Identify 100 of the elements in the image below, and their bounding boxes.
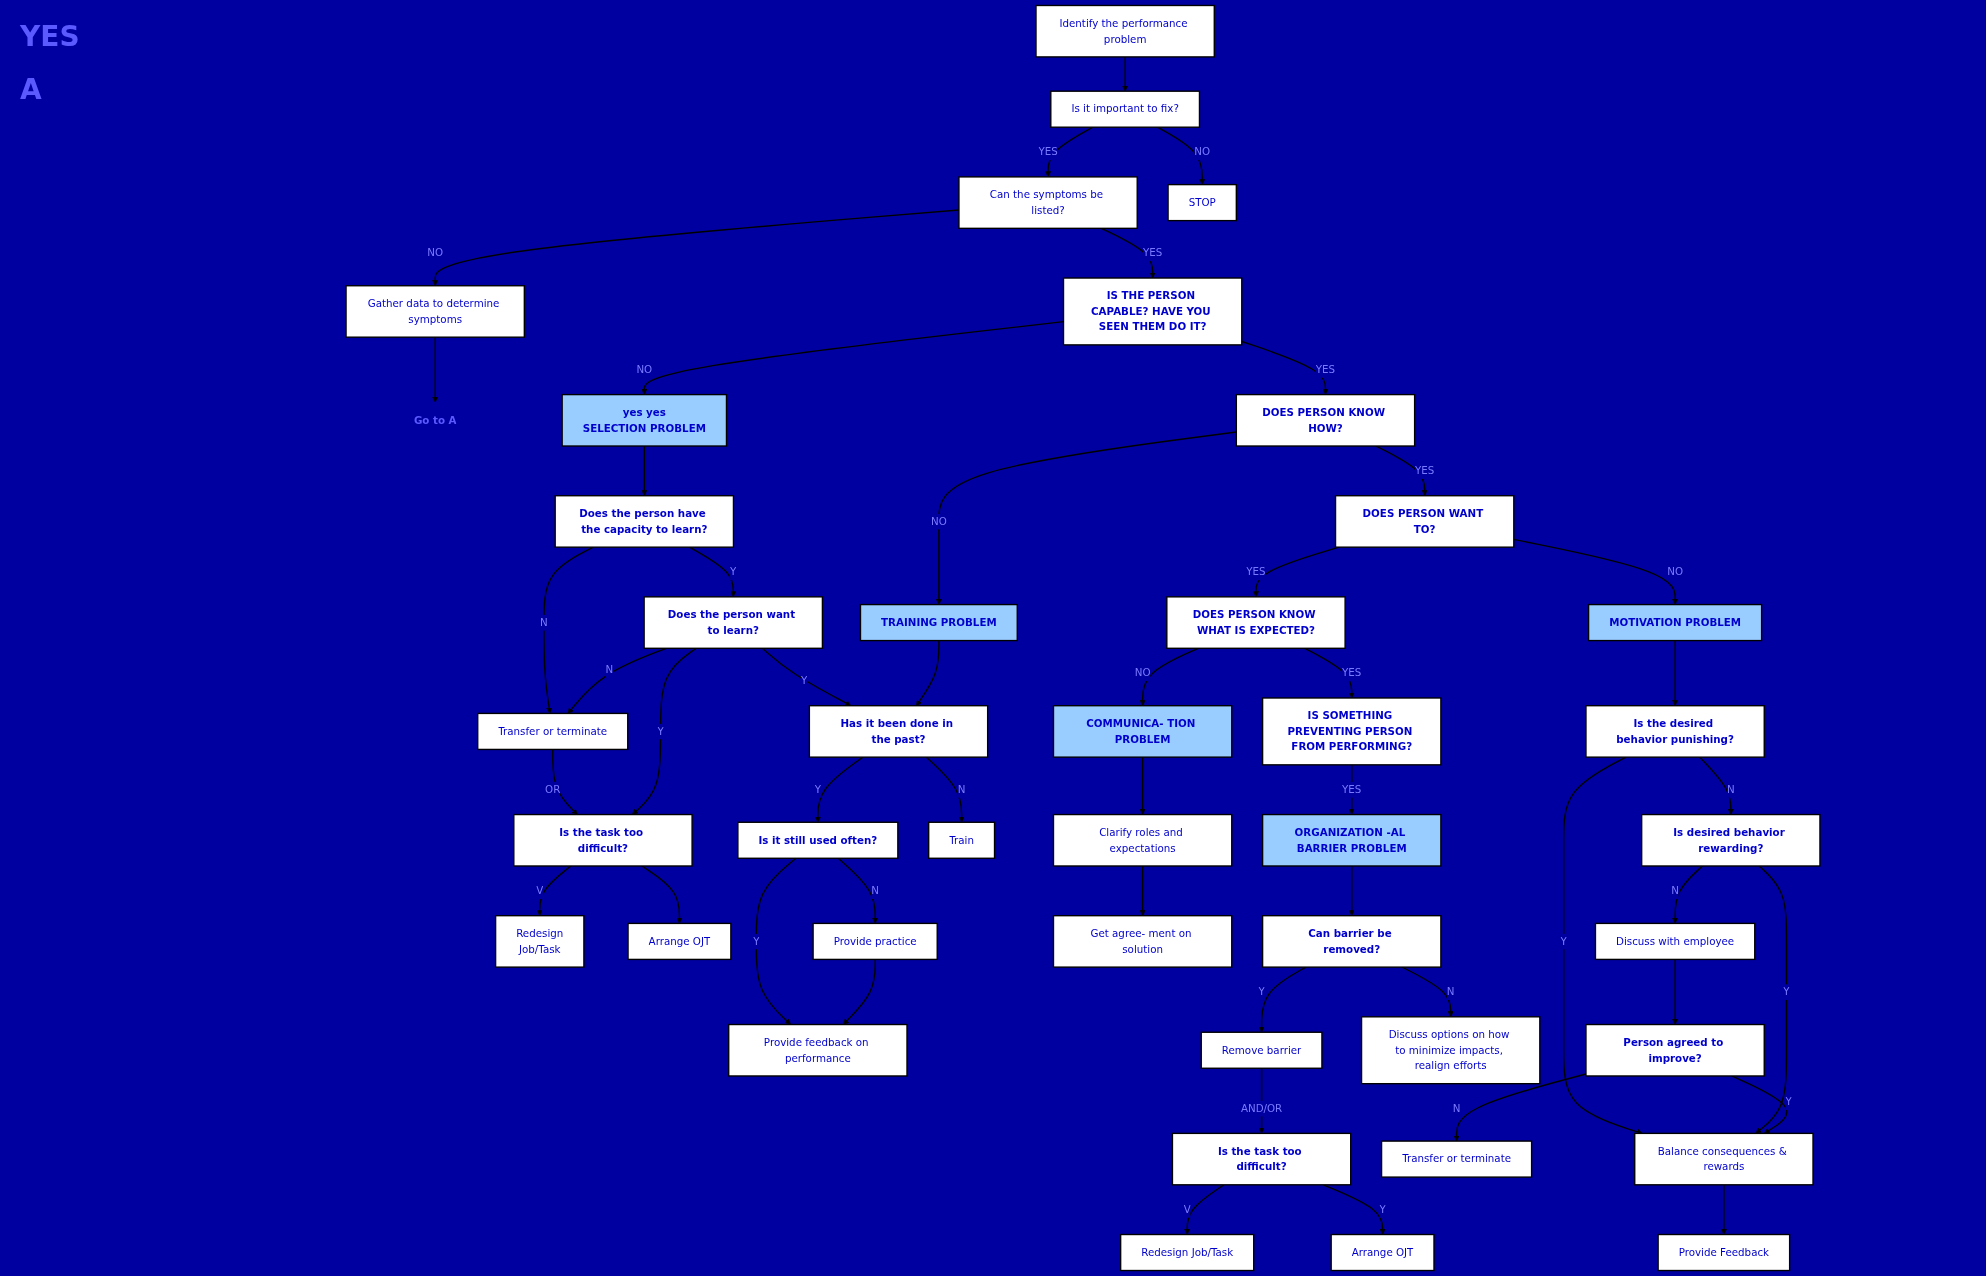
edge-label: N [957,783,966,796]
edge-label: N [1452,1102,1461,1115]
node-box: Person agreed to improve? [1585,1023,1765,1077]
arrow [688,546,737,598]
node-box: Does the person have the capacity to learn? [554,495,735,548]
arrow [1322,1184,1386,1235]
node-box: Is the task too difficult? [1171,1132,1352,1186]
arrow [1139,756,1146,815]
node-box: Transfer or terminate [1380,1140,1533,1178]
edge-label: Y [753,935,760,948]
node-box: Get agree- ment on solution [1052,915,1233,968]
arrow [925,756,965,823]
node-box: Does the person want to learn? [643,596,824,649]
node-box: Discuss options on how to minimize impacts, realign efforts [1360,1016,1541,1085]
arrow [837,857,879,924]
arrow [1100,227,1156,279]
node-box: Has it been done in the past? [808,705,989,758]
edge-label: Y [801,674,808,687]
edge-label: NO [1667,565,1683,579]
arrow [567,647,667,714]
arrow [1139,647,1199,706]
edge-label: NO [1194,145,1211,159]
edge-label: N [1671,884,1679,897]
edge-label: N [605,663,614,677]
edge-label: Y [1379,1203,1386,1216]
node-box: Is it still used often? [737,821,899,859]
edge-label: N [540,616,548,629]
arrow [1375,445,1428,496]
arrow [543,546,594,714]
edge-label: OR [545,783,561,796]
node-box: Provide feedback on performance [728,1023,908,1077]
edge-label: NO [930,515,947,528]
arrow [1184,1184,1225,1235]
node-box: Train [928,821,996,859]
arrow [432,336,439,403]
node-box: Arrange OJT [1330,1233,1435,1272]
note-label: A [20,73,43,106]
arrow [641,445,648,496]
arrow [1731,1075,1788,1134]
arrow [916,639,940,706]
node-text: Go to A [413,413,457,427]
arrow [761,647,852,706]
node-box: Is the desired behavior punishing? [1585,705,1765,758]
edge-label: NO [1134,666,1151,680]
node-box: Is it important to fix? [1050,90,1201,128]
node-box: Provide Feedback [1657,1233,1791,1272]
arrow [641,865,683,924]
edge-label: N [1446,985,1455,998]
node-box: Is desired behavior rewarding? [1641,813,1821,867]
node-box: DOES PERSON WANT TO? [1334,495,1515,548]
edge-label: N [871,884,880,897]
edge-label: NO [636,363,653,376]
arrow [1672,865,1704,924]
edge-label: YES [1342,783,1362,796]
edge-label: YES [1315,363,1336,376]
edge-label: V [1183,1203,1191,1216]
node-box: Redesign Job/Task [1119,1233,1255,1272]
edge-label: AND/OR [1240,1102,1283,1115]
arrow [1513,538,1679,605]
node-box: Gather data to determine symptoms [345,285,525,338]
edge-label: Y [730,565,737,579]
node-box: DOES PERSON KNOW HOW? [1235,393,1416,447]
arrow [1258,966,1307,1033]
arrow [632,647,697,815]
arrow [1304,647,1355,699]
arrow [1720,1184,1727,1235]
edge-label: Y [1560,935,1567,948]
note-label: YES [20,20,81,53]
edge-label: V [536,884,544,897]
arrow [1139,865,1146,916]
arrow [1699,756,1734,815]
arrow [1045,126,1094,178]
arrow [1672,639,1679,706]
arrow [1241,340,1329,395]
node-box: ORGANIZATION -AL BARRIER PROBLEM [1261,813,1442,867]
node-box: Identify the performance problem [1035,4,1215,58]
edge-label: YES [1038,145,1058,159]
arrow [755,857,797,1025]
arrow [1156,126,1206,185]
edge-label: Y [1785,1095,1792,1108]
node-box: Redesign Job/Task [494,915,585,968]
node-box: IS SOMETHING PREVENTING PERSON FROM PERFORMING? [1261,697,1442,766]
edge-label: N [1726,783,1735,796]
edge-label: NO [427,246,444,260]
edge-label: YES [1142,246,1163,260]
arrow [1122,56,1129,92]
arrow [1348,865,1355,916]
edge-label: Y [1783,985,1790,998]
arrow [552,748,578,815]
node-box: IS THE PERSON CAPABLE? HAVE YOU SEEN THEM DO IT? [1062,277,1243,346]
node-box: Discuss with employee [1594,922,1756,961]
node-box: STOP [1167,183,1237,222]
edge-label: Y [814,783,821,796]
edge-label: Y [657,725,664,738]
arrow [1252,546,1340,598]
node-box: Can barrier be removed? [1261,915,1442,968]
arrow [814,756,864,823]
arrow [536,865,572,916]
node-box: MOTIVATION PROBLEM [1587,603,1763,642]
edge-label: YES [1342,666,1362,680]
